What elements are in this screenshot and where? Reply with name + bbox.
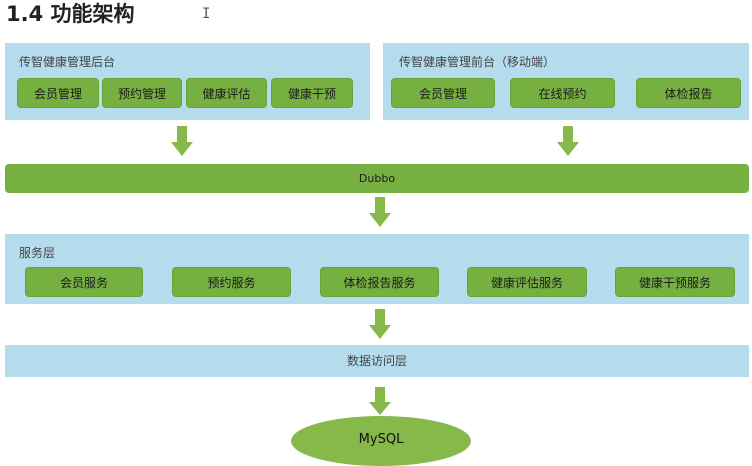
backend-health-intervention: 健康干预 (271, 78, 353, 108)
data-access-layer: 数据访问层 (5, 345, 749, 377)
service-layer-panel: 服务层 会员服务 预约服务 体检报告服务 健康评估服务 健康干预服务 (5, 234, 749, 304)
frontend-member-management: 会员管理 (391, 78, 495, 108)
backend-health-assessment: 健康评估 (186, 78, 267, 108)
dubbo-bar: Dubbo (5, 164, 749, 193)
down-arrow-icon (171, 126, 193, 156)
down-arrow-icon (557, 126, 579, 156)
backend-panel-title: 传智健康管理后台 (19, 55, 116, 69)
frontend-exam-report: 体检报告 (636, 78, 741, 108)
down-arrow-icon (369, 309, 391, 339)
member-service: 会员服务 (25, 267, 143, 297)
appointment-service: 预约服务 (172, 267, 291, 297)
health-intervention-service: 健康干预服务 (615, 267, 735, 297)
down-arrow-icon (369, 197, 391, 227)
down-arrow-icon (369, 387, 391, 415)
frontend-online-booking: 在线预约 (510, 78, 615, 108)
text-cursor-icon: I (202, 6, 211, 22)
section-heading: 1.4 功能架构 (6, 2, 135, 26)
backend-appointment-management: 预约管理 (102, 78, 182, 108)
exam-report-service: 体检报告服务 (320, 267, 439, 297)
frontend-panel: 传智健康管理前台（移动端） 会员管理 在线预约 体检报告 (383, 43, 749, 120)
backend-panel: 传智健康管理后台 会员管理 预约管理 健康评估 健康干预 (5, 43, 370, 120)
health-assessment-service: 健康评估服务 (467, 267, 587, 297)
backend-member-management: 会员管理 (17, 78, 99, 108)
service-layer-title: 服务层 (19, 246, 56, 260)
mysql-database: MySQL (291, 416, 471, 466)
frontend-panel-title: 传智健康管理前台（移动端） (399, 55, 556, 69)
